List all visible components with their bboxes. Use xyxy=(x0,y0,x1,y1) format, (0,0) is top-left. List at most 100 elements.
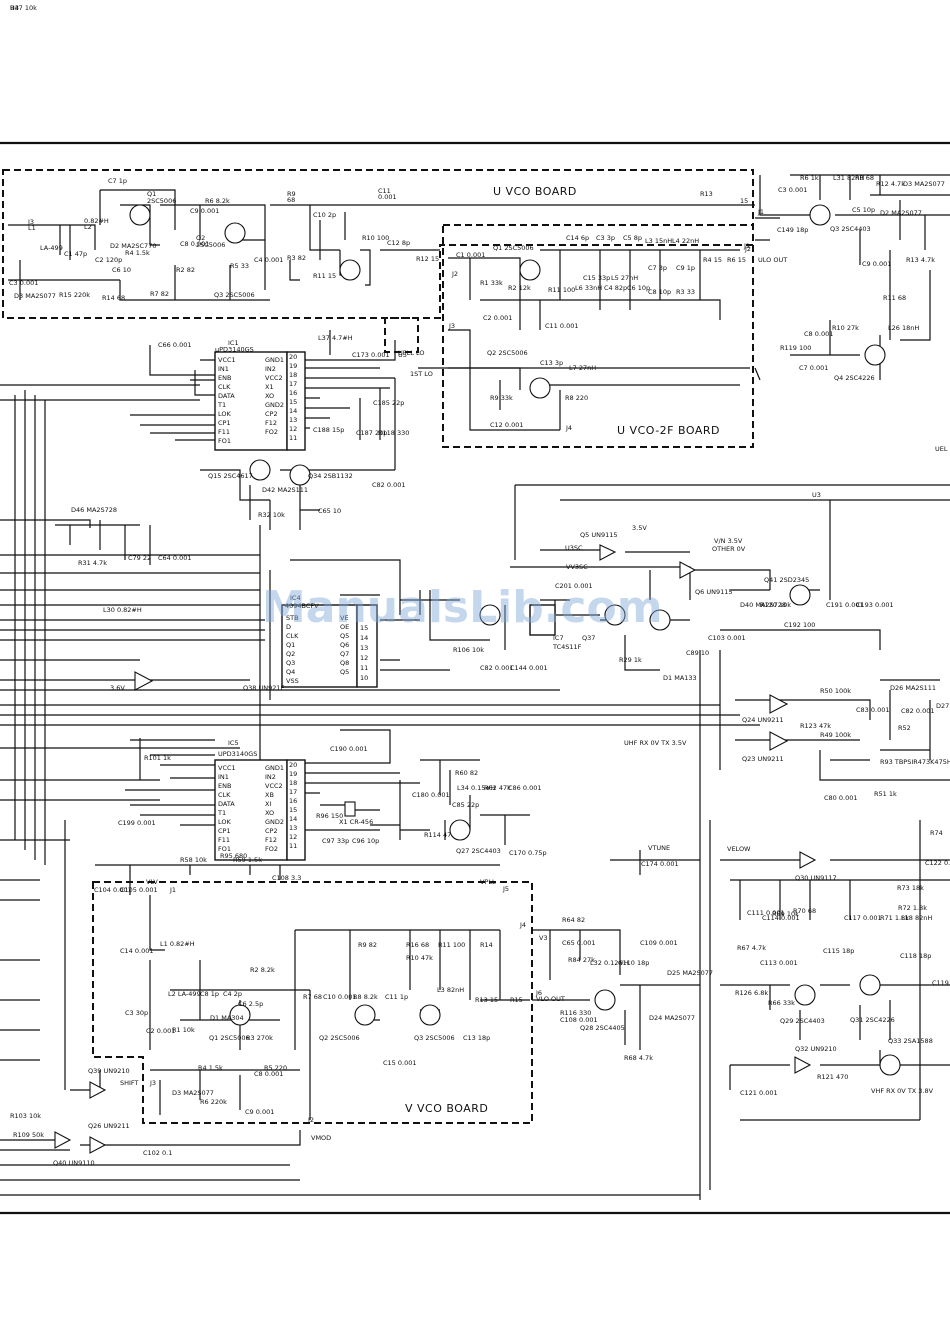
component-label-middle-4: V/N 3.5V xyxy=(714,537,743,545)
component-label-v-vco-area-1: C105 0.001 xyxy=(120,886,158,894)
component-label-q15-area-0: Q15 2SC4617 xyxy=(208,472,253,480)
component-label-u-vco-top-27: R3 82 xyxy=(287,254,306,262)
ic5-pin-gnd1: GND1 xyxy=(265,764,284,772)
component-label-middle-23: Q37 xyxy=(582,634,595,642)
component-label-u-vco-top-7: R9 xyxy=(287,190,296,198)
ic4-pin-clk: CLK xyxy=(286,632,299,640)
ic4-ref: IC4 xyxy=(290,594,301,602)
component-label-ic5-area-6: L34 0.15#H xyxy=(457,784,496,792)
component-label-u-vco-top-43: U3 xyxy=(10,4,19,12)
component-label-u-vco-2f-2: C14 6p xyxy=(566,234,589,242)
component-label-v-vco-area-15: R16 68 xyxy=(406,941,429,949)
buffer-q38 xyxy=(134,671,154,691)
buffer-q32 xyxy=(794,1056,812,1074)
transistor-q29 xyxy=(794,984,816,1006)
component-label-u-vco-top-33: Q3 2SC5006 xyxy=(214,291,255,299)
component-label-v-vco-area-12: C14 0.001 xyxy=(120,947,153,955)
component-label-right-middle-4: Q23 UN9211 xyxy=(742,755,784,763)
ic5-num-16: 16 xyxy=(289,797,297,805)
component-label-u-vco-2f-7: R4 15 xyxy=(703,256,722,264)
component-label-right-bottom-10: R126 6.8k xyxy=(735,989,768,997)
component-label-u-vco-top-6: 2SC5006 xyxy=(196,241,225,249)
component-label-v-vco-area-14: R9 82 xyxy=(358,941,377,949)
ic4-pin-q7: Q7 xyxy=(340,650,349,658)
component-label-middle-13: Q41 2SD2345 xyxy=(764,576,809,584)
component-label-v-vco-area-43: Q2 2SC5006 xyxy=(319,1034,360,1042)
ic5-pin-fo2: FO2 xyxy=(265,845,278,853)
component-label-right-top-0: C3 0.001 xyxy=(778,186,807,194)
component-label-u-vco-top-26: C4 0.001 xyxy=(254,256,283,264)
ic5-pin-vcc2: VCC2 xyxy=(265,782,283,790)
component-label-u-vco-top-38: C3 0.001 xyxy=(9,279,38,287)
ic4-num-11: 11 xyxy=(360,664,368,672)
component-label-v-vco-area-61: C108 0.001 xyxy=(560,1016,598,1024)
component-label-q15-area-3: R32 10k xyxy=(258,511,285,519)
ic4-chip: IC4 4094BCFV STB D CLK Q1 Q2 Q3 Q4 VSS V… xyxy=(281,594,378,688)
component-label-v-vco-area-23: C109 0.001 xyxy=(640,939,678,947)
component-label-middle-1: Q5 UN9115 xyxy=(580,531,617,539)
component-label-u-vco-top-12: 15 xyxy=(740,197,748,205)
component-label-right-bottom-12: Q29 2SC4403 xyxy=(780,1017,825,1025)
transistor-q28 xyxy=(594,989,616,1011)
ic5-num-12: 12 xyxy=(289,833,297,841)
component-label-v-vco-area-42: R3 270k xyxy=(246,1034,273,1042)
component-label-v-vco-area-32: C11 1p xyxy=(385,993,408,1001)
component-label-ic1-area-2: C173 0.001 xyxy=(352,351,390,359)
component-label-right-top-2: L31 82nH xyxy=(833,174,864,182)
right-top-wiring xyxy=(759,174,950,380)
transistor-q1-vvco xyxy=(229,1004,251,1026)
component-label-u-vco-top-39: J2 xyxy=(744,245,751,253)
ic5-chip: IC5 UPD3140GS VCC1 IN1 ENB CLK DATA T1 L… xyxy=(214,739,306,861)
u-vco-2f-board-outline xyxy=(442,224,754,448)
component-label-right-top-14: R10 27k xyxy=(832,324,859,332)
component-label-right-top-4: R12 4.7k xyxy=(876,180,905,188)
ic5-pin-f12: F12 xyxy=(265,836,277,844)
component-label-right-top-10: R13 4.7k xyxy=(906,256,935,264)
component-label-v-vco-area-5: VTUNE xyxy=(648,844,670,852)
component-label-v-vco-area-44: Q3 2SC5006 xyxy=(414,1034,455,1042)
component-label-u-vco-2f-12: R2 12k xyxy=(508,284,531,292)
component-label-right-top-8: C5 10p xyxy=(852,206,875,214)
transistor-q37 xyxy=(649,609,671,631)
ic5-pin-cp2: CP2 xyxy=(265,827,278,835)
u-vco-wiring xyxy=(8,189,780,301)
component-label-middle-3: 3.5V xyxy=(632,524,647,532)
component-label-middle-20: D1 MA133 xyxy=(663,674,697,682)
component-label-ic1-area-0: C66 0.001 xyxy=(158,341,191,349)
component-label-u-vco-top-28: C10 2p xyxy=(313,211,336,219)
buffer-q39 xyxy=(89,1081,107,1099)
component-label-u-vco-2f-18: C6 10p xyxy=(627,284,650,292)
component-label-v-vco-area-2: R58 10k xyxy=(180,856,207,864)
component-label-ic5-area-3: R60 82 xyxy=(455,769,478,777)
component-label-u-vco-top-41: 1ST LO xyxy=(410,370,433,378)
component-label-v-vco-area-40: C2 0.001 xyxy=(146,1027,175,1035)
ic5-pin-t1: T1 xyxy=(217,809,226,817)
component-label-q15-area-6: R31 4.7k xyxy=(78,559,107,567)
component-label-u-vco-top-30: C12 8p xyxy=(387,239,410,247)
ic5-num-20: 20 xyxy=(289,761,297,769)
ic1-pin-gnd1: GND1 xyxy=(265,356,284,364)
ic1-pin-clk: CLK xyxy=(218,383,231,391)
component-label-right-bottom-14: C117 0.001 xyxy=(844,914,882,922)
ic1-pin-numbers: 20 19 18 17 16 15 14 13 12 11 xyxy=(289,353,297,442)
component-label-u-vco-top-24: R2 82 xyxy=(176,266,195,274)
component-label-u-vco-2f-1: Q1 2SC5006 xyxy=(493,244,534,252)
component-label-ic5-area-10: X1 CR-456 xyxy=(339,818,373,826)
ic1-pin-cp1: CP1 xyxy=(218,419,231,427)
component-label-u-vco-top-20: D2 MA2SC770 xyxy=(110,242,156,250)
component-label-ic1-area-5: C188 15p xyxy=(313,426,344,434)
component-label-u-vco-top-22: R4 1.5k xyxy=(125,249,150,257)
ic4-num-15: 15 xyxy=(360,624,368,632)
component-label-u-vco-2f-32: J2 xyxy=(451,270,458,278)
component-label-q15-area-5: D46 MA2S728 xyxy=(71,506,117,514)
component-label-u-vco-2f-10: ULO OUT xyxy=(758,256,787,264)
component-label-v-vco-area-20: V3 xyxy=(539,934,548,942)
component-label-u-vco-top-1: Q1 xyxy=(147,190,156,198)
component-label-middle-19: R29 1k xyxy=(619,656,642,664)
component-label-q15-area-7: C79 22 xyxy=(128,554,151,562)
component-label-v-vco-area-54: J2 xyxy=(307,1116,314,1124)
ic1-num-14: 14 xyxy=(289,407,297,415)
ic5-num-15: 15 xyxy=(289,806,297,814)
component-label-middle-18: C193 0.001 xyxy=(856,601,894,609)
component-label-v-vco-area-59: D25 MA2S077 xyxy=(667,969,713,977)
